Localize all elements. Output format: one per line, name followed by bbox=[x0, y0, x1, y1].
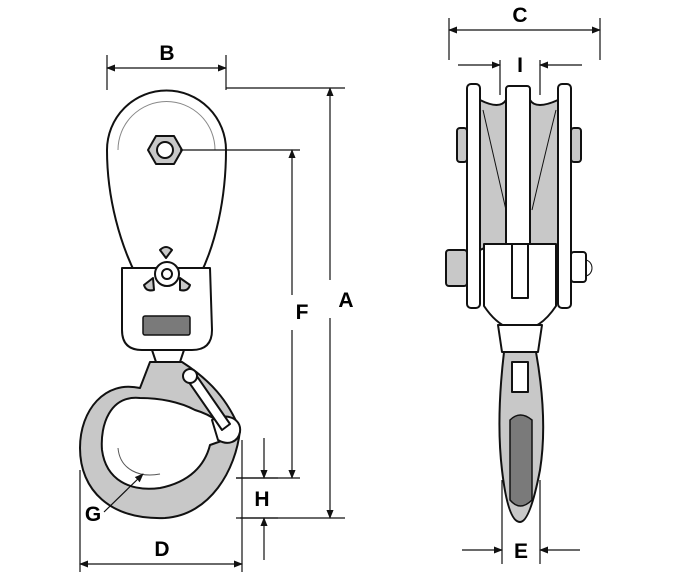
label-g: G bbox=[85, 503, 101, 526]
left-bolt-head bbox=[456, 127, 468, 163]
dimension-g: G bbox=[85, 473, 144, 526]
swivel-bar bbox=[142, 315, 191, 336]
wing-nut bbox=[143, 246, 191, 292]
dimension-e: E bbox=[462, 480, 580, 564]
label-b: B bbox=[159, 42, 174, 65]
dimension-h: H bbox=[236, 438, 278, 560]
side-view bbox=[445, 83, 593, 523]
label-f: F bbox=[296, 301, 309, 324]
label-h: H bbox=[254, 488, 269, 511]
sheave-right bbox=[529, 99, 559, 251]
right-bolt-head bbox=[570, 127, 582, 163]
label-d: D bbox=[154, 538, 169, 561]
label-i: I bbox=[517, 54, 523, 77]
label-a: A bbox=[338, 289, 353, 312]
dimension-i: I bbox=[458, 54, 582, 95]
axle-nut bbox=[147, 135, 183, 165]
sheave-left bbox=[479, 99, 507, 251]
left-side-plate bbox=[466, 83, 481, 309]
label-c: C bbox=[512, 4, 527, 27]
side-plate bbox=[106, 89, 227, 276]
front-view bbox=[79, 89, 242, 520]
right-side-plate bbox=[557, 83, 572, 309]
dimension-b: B bbox=[106, 42, 227, 90]
dimension-c: C bbox=[448, 4, 601, 60]
dimension-d: D bbox=[79, 440, 243, 572]
label-e: E bbox=[514, 540, 528, 563]
dimension-a: A bbox=[226, 87, 354, 519]
